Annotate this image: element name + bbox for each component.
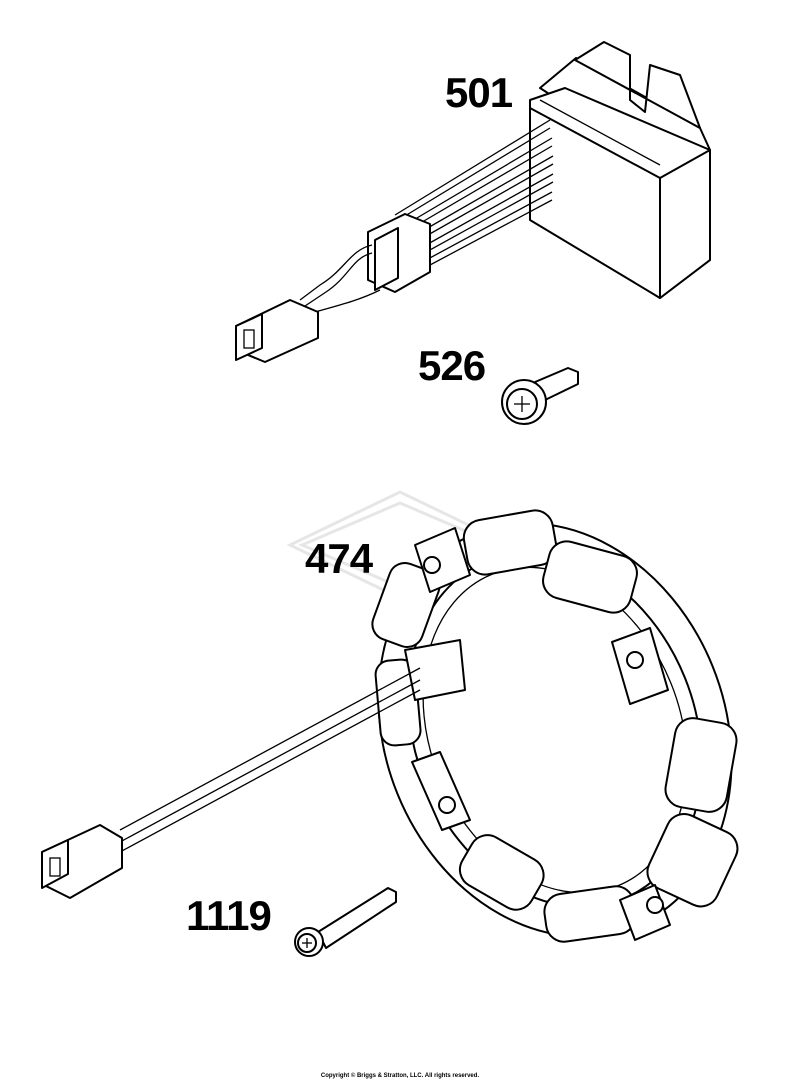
screw-drawing [501, 367, 579, 425]
part-number-501: 501 [445, 69, 513, 116]
alternator-drawing [41, 509, 739, 943]
part-number-1119: 1119 [186, 892, 272, 939]
copyright-notice: Copyright © Briggs & Stratton, LLC. All … [320, 1073, 480, 1079]
bolt-drawing [294, 887, 397, 957]
regulator-drawing [235, 41, 711, 363]
part-number-474: 474 [305, 535, 373, 582]
part-number-526: 526 [418, 342, 486, 389]
